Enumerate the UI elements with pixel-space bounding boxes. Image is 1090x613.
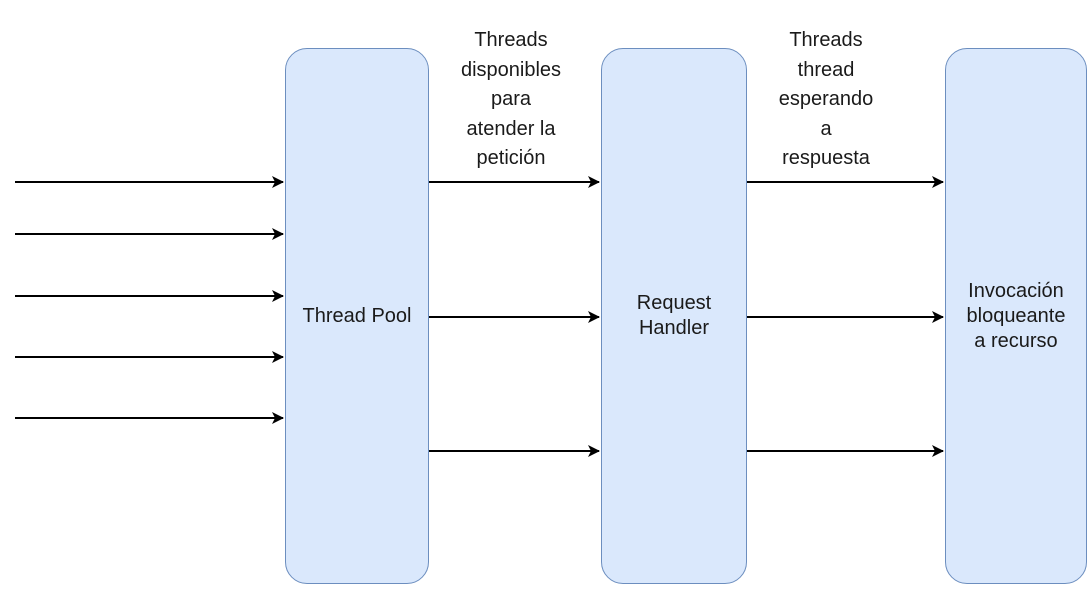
thread-pool-label: Thread Pool <box>302 304 412 327</box>
blocking-invocation-label: Invocación bloqueante a recurso <box>966 279 1066 352</box>
blocking-invocation-node: Invocación bloqueante a recurso <box>945 48 1087 584</box>
thread-pool-node: Thread Pool <box>285 48 429 584</box>
waiting-threads-label: Threads thread esperando a respuesta <box>758 26 894 174</box>
request-handler-label: Request Handler <box>636 292 712 339</box>
request-handler-node: Request Handler <box>601 48 747 584</box>
available-threads-label: Threads disponibles para atender la peti… <box>438 26 584 174</box>
